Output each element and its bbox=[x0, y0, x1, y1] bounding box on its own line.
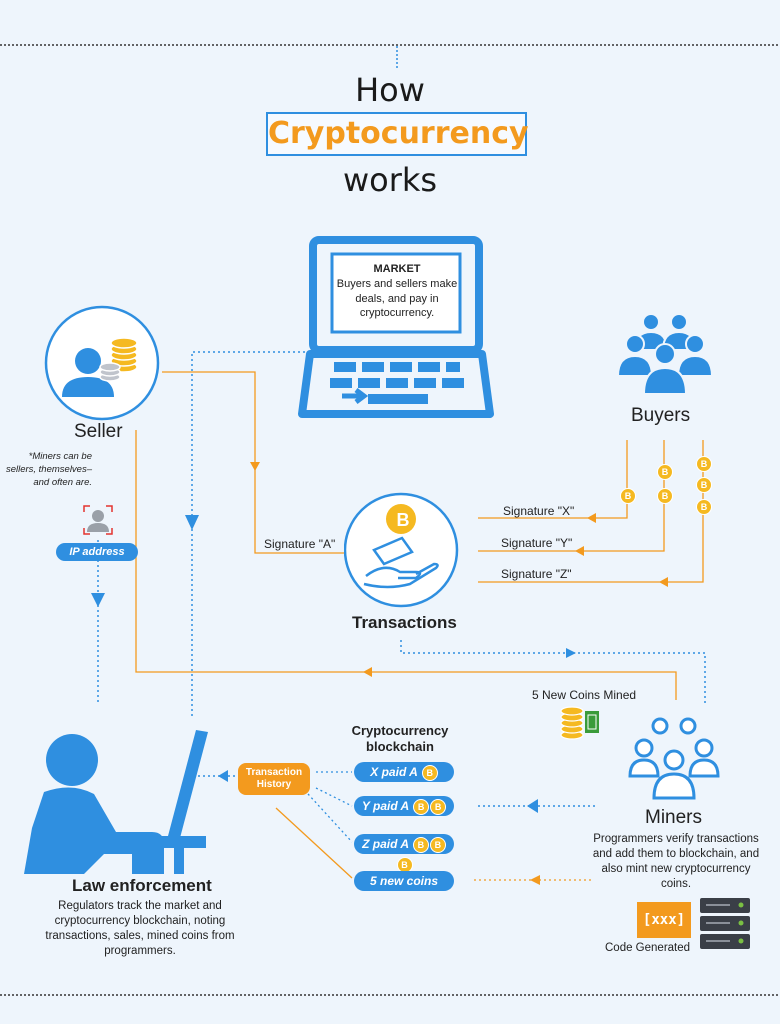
signature-y: Signature "Y" bbox=[501, 536, 573, 550]
title-cryptocurrency: Cryptocurrency bbox=[266, 112, 529, 156]
title-how: How bbox=[355, 71, 425, 109]
seller-note: *Miners can be sellers, themselves–and o… bbox=[5, 451, 92, 488]
coin-icon: B bbox=[421, 764, 438, 781]
buyers-label: Buyers bbox=[631, 405, 691, 426]
miners-text: Programmers verify transactions and add … bbox=[592, 833, 760, 890]
transaction-history-badge: Transaction History bbox=[238, 763, 310, 795]
coin-icon: B bbox=[412, 836, 429, 853]
blockchain-title: Cryptocurrency blockchain bbox=[351, 723, 449, 754]
laptop-icon bbox=[298, 236, 494, 418]
buyers-group-icon bbox=[618, 313, 712, 395]
transactions-label: Transactions bbox=[352, 613, 457, 632]
market-text: Buyers and sellers make deals, and pay i… bbox=[336, 278, 458, 319]
coin-icon: B bbox=[696, 499, 712, 515]
coin-icon: B bbox=[696, 456, 712, 472]
server-rack-icon bbox=[700, 898, 750, 949]
coin-icon: B bbox=[430, 798, 447, 815]
new-coins-mined-label: 5 New Coins Mined bbox=[532, 688, 637, 702]
blockchain-item-new-coins: 5 new coins bbox=[354, 871, 454, 891]
seller-label: Seller bbox=[74, 421, 123, 442]
transaction-hand-icon bbox=[344, 492, 459, 608]
coin-icon: B bbox=[657, 488, 673, 504]
ip-address-badge: IP address bbox=[56, 543, 138, 561]
law-enforcement-computer-icon bbox=[24, 730, 208, 874]
seller-icon bbox=[44, 305, 160, 421]
code-glyph-icon: [xxx] bbox=[637, 902, 691, 938]
signature-x: Signature "X" bbox=[503, 504, 575, 518]
coin-stack-cash-icon bbox=[560, 706, 599, 740]
market-heading: MARKET bbox=[373, 263, 421, 275]
coin-icon: B bbox=[413, 798, 430, 815]
title-works: works bbox=[342, 161, 438, 199]
coin-icon: B bbox=[657, 464, 673, 480]
coin-icon: B bbox=[620, 488, 636, 504]
person-scan-icon bbox=[83, 505, 113, 535]
code-generated-label: Code Generated bbox=[605, 942, 691, 954]
law-enforcement-label: Law enforcement bbox=[72, 876, 212, 895]
law-enforcement-text: Regulators track the market and cryptocu… bbox=[45, 900, 235, 957]
miners-label: Miners bbox=[645, 807, 703, 828]
miners-group-icon bbox=[628, 717, 720, 800]
coin-icon: B bbox=[429, 836, 446, 853]
signature-z: Signature "Z" bbox=[501, 567, 572, 581]
coin-icon: B bbox=[696, 477, 712, 493]
signature-a: Signature "A" bbox=[264, 537, 336, 551]
blockchain-item-x-paid-a: X paid A B bbox=[354, 762, 454, 782]
bitcoin-icon: B bbox=[396, 510, 410, 530]
